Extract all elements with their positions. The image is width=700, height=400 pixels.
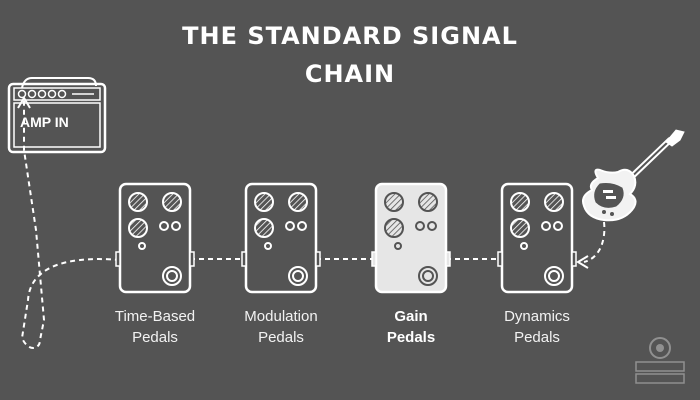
effects-pedal-icon [497,182,577,294]
diagram-title-line-1: THE STANDARD SIGNAL [182,22,518,50]
effects-pedal-icon [371,182,451,294]
pedal-label-modulation: Modulation Pedals [244,308,318,346]
pedal-label-gain: Gain Pedals [386,308,436,346]
effects-pedal-icon [115,182,195,294]
cable-to-amp [20,100,121,349]
arrow-up-icon [17,96,31,109]
pedal-label-time-based: Time-Based Pedals [114,308,196,346]
effects-pedal-icon [241,182,321,294]
pedal-label-dynamics: Dynamics Pedals [504,308,570,346]
amp-in-label: AMP IN [20,114,69,130]
cable-from-guitar [583,221,606,263]
amplifier-icon [7,77,107,154]
pedal-logo-icon [635,337,685,384]
arrow-left-icon [576,255,589,269]
diagram-title-line-2: CHAIN [304,60,396,88]
electric-guitar-icon [582,129,685,222]
